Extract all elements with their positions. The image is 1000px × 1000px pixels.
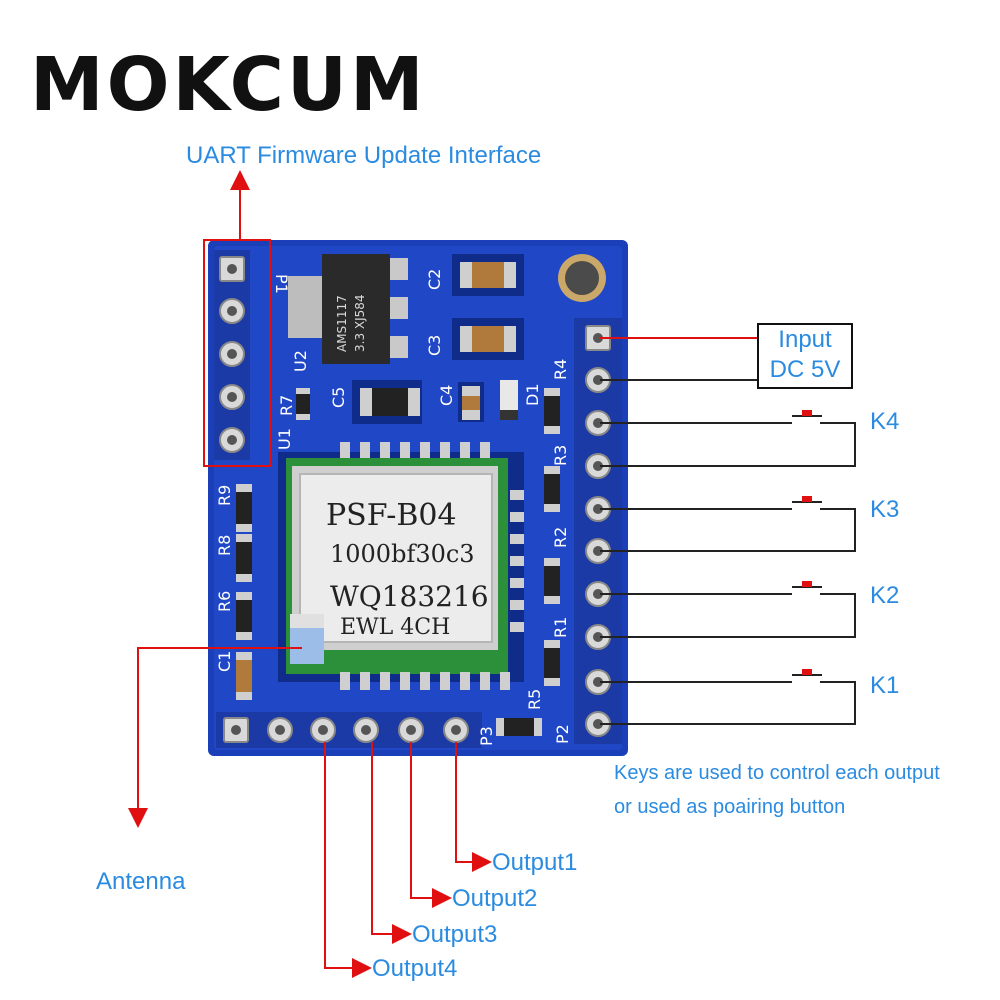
brand-logo: MOKCUM — [30, 42, 427, 128]
key-switch-wires — [600, 422, 856, 725]
module-label-2: 1000bf30c3 — [330, 540, 475, 568]
mounting-hole — [558, 254, 606, 302]
diode-d1 — [500, 380, 518, 420]
silk-r4: R4 — [551, 359, 570, 380]
wifi-module — [278, 442, 524, 690]
k2-label: K2 — [870, 582, 900, 609]
silk-c1: C1 — [215, 651, 234, 672]
silk-r1: R1 — [551, 617, 570, 638]
output1-label: Output1 — [492, 849, 578, 876]
module-label-1: PSF-B04 — [326, 498, 457, 533]
silk-r8: R8 — [215, 535, 234, 556]
regulator-label-1: AMS1117 — [335, 295, 349, 352]
resistor-r5 — [496, 718, 542, 736]
regulator-chip — [288, 254, 408, 364]
regulator-label-2: 3.3 XJ584 — [353, 294, 367, 352]
module-label-4: EWL 4CH — [340, 615, 450, 640]
silk-p1: P1 — [272, 274, 291, 294]
uart-highlight-box — [203, 239, 271, 467]
module-label-3: WQ183216 — [330, 580, 489, 613]
silk-u2: U2 — [291, 350, 310, 372]
silk-u1: U1 — [275, 428, 294, 450]
input-label-line2: DC 5V — [769, 356, 841, 383]
switch-k4 — [792, 410, 822, 417]
uart-label: UART Firmware Update Interface — [186, 142, 542, 169]
output3-label: Output3 — [412, 921, 498, 948]
output1-arrow — [455, 742, 492, 872]
silk-c5: C5 — [329, 387, 348, 408]
switch-k2 — [792, 581, 822, 588]
k1-label: K1 — [870, 672, 900, 699]
capacitor-c3 — [452, 318, 524, 360]
antenna-label: Antenna — [96, 868, 186, 895]
antenna-arrow — [128, 647, 302, 828]
silk-d1: D1 — [523, 384, 542, 407]
silk-r7: R7 — [277, 395, 296, 416]
output2-label: Output2 — [452, 885, 538, 912]
capacitor-c2 — [452, 254, 524, 296]
output3-arrow — [371, 742, 412, 944]
resistor-r7 — [296, 388, 310, 420]
output4-label: Output4 — [372, 955, 458, 982]
resistors-right — [544, 388, 560, 686]
k4-label: K4 — [870, 408, 900, 435]
keys-note-line1: Keys are used to control each output — [614, 762, 940, 784]
k3-label: K3 — [870, 496, 900, 523]
p1-header — [214, 250, 250, 460]
resistors-left — [236, 484, 252, 700]
silk-r3: R3 — [551, 445, 570, 466]
silk-r5: R5 — [525, 689, 544, 710]
input-label-line1: Input — [778, 326, 832, 353]
silk-r6: R6 — [215, 591, 234, 612]
p3-header — [216, 712, 482, 748]
input-box: Input DC 5V — [757, 323, 853, 389]
capacitor-c5 — [352, 380, 422, 424]
output4-arrow — [324, 742, 372, 978]
silk-c2: C2 — [425, 269, 444, 290]
output2-arrow — [410, 742, 452, 908]
switch-k3 — [792, 496, 822, 503]
key-switches — [792, 410, 822, 676]
silk-c3: C3 — [425, 335, 444, 356]
silk-c4: C4 — [437, 385, 456, 406]
silk-p2: P2 — [553, 724, 572, 744]
silk-p3: P3 — [477, 726, 496, 746]
silk-r2: R2 — [551, 527, 570, 548]
silkscreen-labels: P1 U2 C2 C3 C4 C5 R7 U1 R9 R8 R6 C1 R4 R… — [215, 269, 572, 746]
switch-k1 — [792, 669, 822, 676]
silk-r9: R9 — [215, 485, 234, 506]
capacitor-c4 — [458, 382, 484, 422]
p2-header — [574, 318, 622, 744]
keys-note-line2: or used as poairing button — [614, 796, 846, 818]
